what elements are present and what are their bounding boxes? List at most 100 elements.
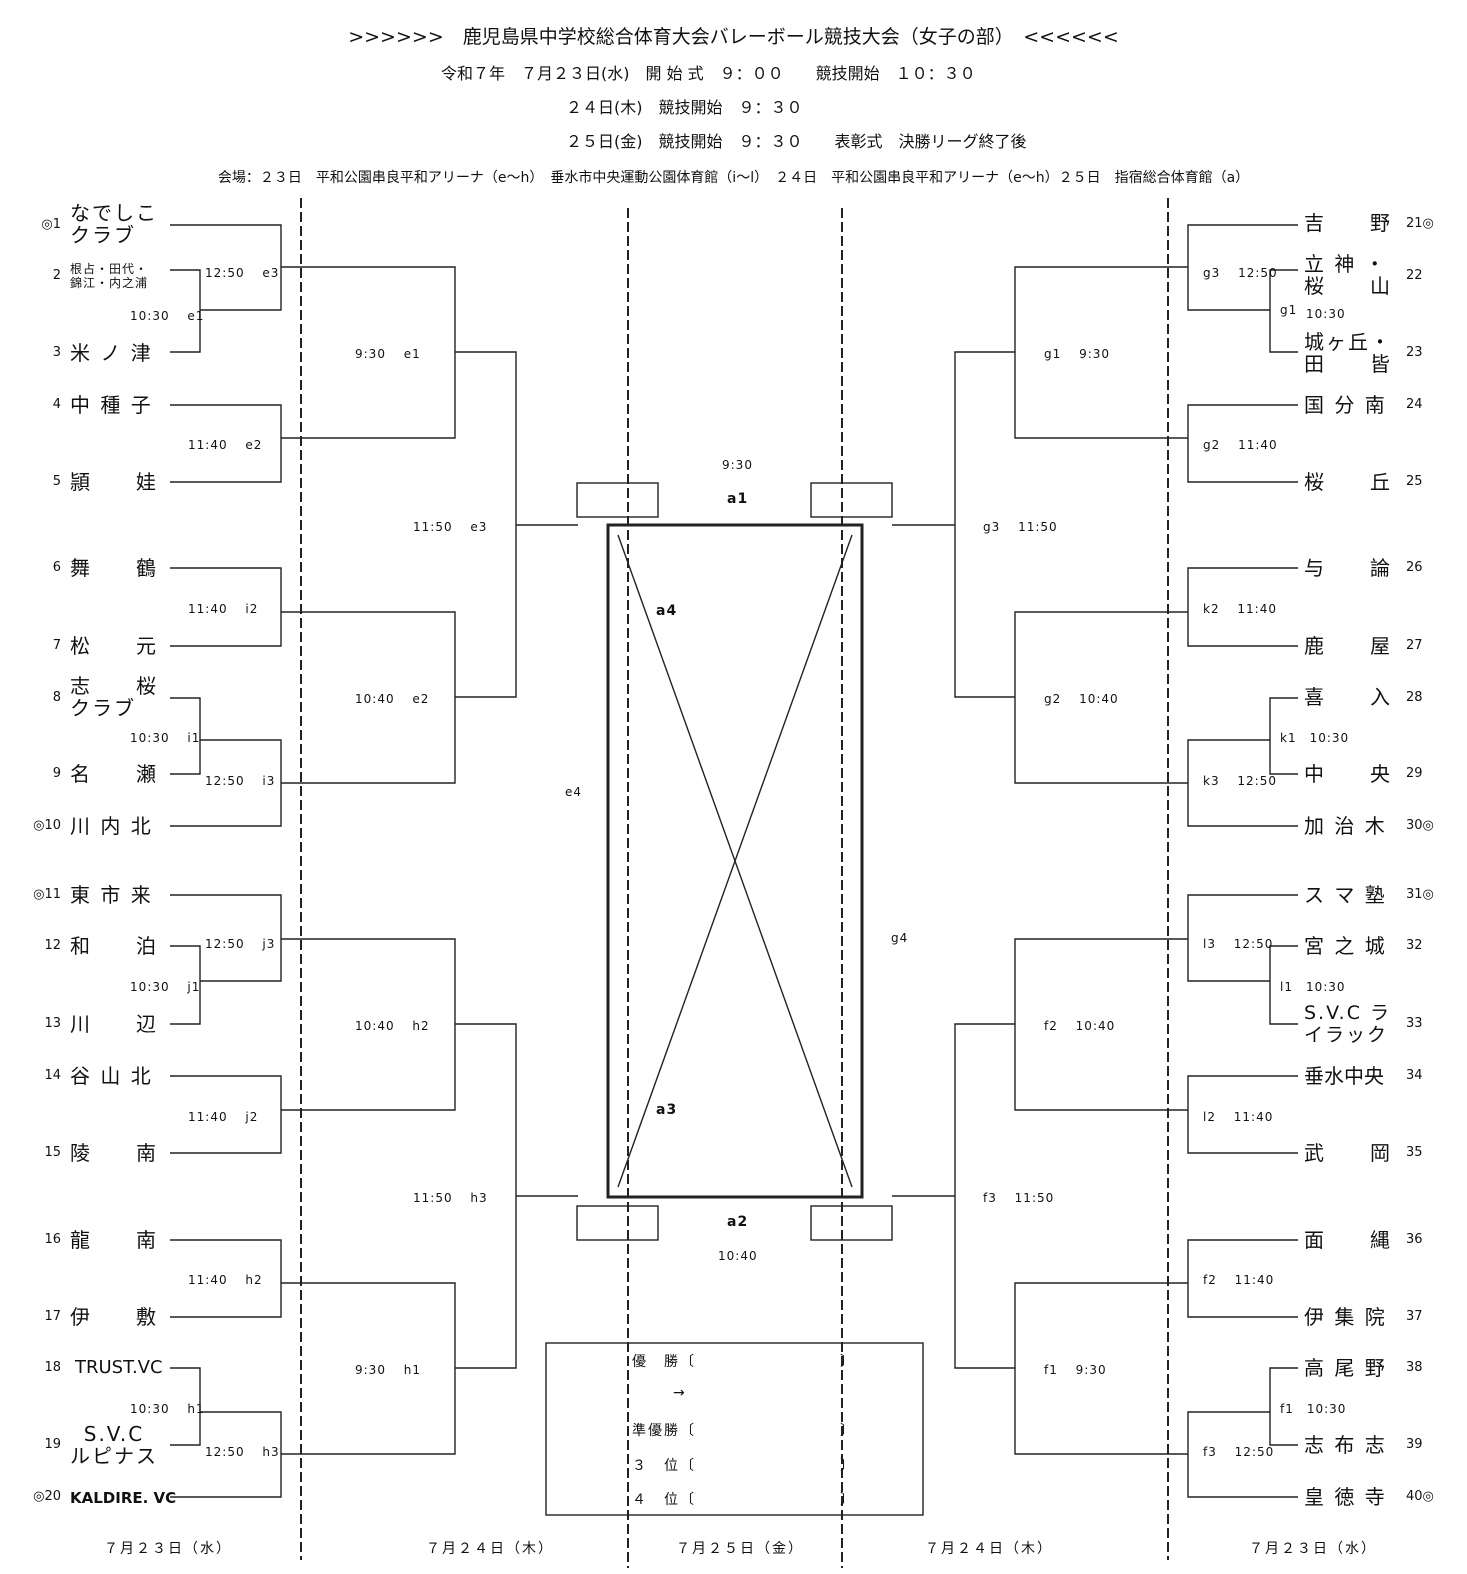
team-name: 宮 之 城 — [1304, 934, 1387, 958]
match-label: 10:30 h1 — [130, 1402, 205, 1416]
team-name: 面 縄 — [1304, 1228, 1392, 1252]
team-name: 立 神 ・ 桜 山 — [1304, 252, 1392, 298]
day-label: ７月２３日（水） — [104, 1541, 232, 1557]
match-label: 12:50 j3 — [205, 937, 276, 951]
team-name: 龍 南 — [70, 1228, 158, 1252]
day-label: ７月２４日（木） — [925, 1541, 1053, 1557]
team-name: ス マ 塾 — [1304, 883, 1387, 907]
team-seed: 31◎ — [1406, 887, 1434, 902]
match-label: 10:30 — [1306, 307, 1346, 321]
team-name: なでしこ クラブ — [70, 201, 158, 247]
team-name: 吉 野 — [1304, 211, 1392, 235]
team-name: TRUST.VC — [75, 1357, 163, 1378]
team-name: 川 内 北 — [70, 814, 153, 838]
team-name: 国 分 南 — [1304, 393, 1387, 417]
team-seed: 15 — [44, 1145, 61, 1160]
match-label: l1 10:30 — [1280, 980, 1346, 994]
match-label: 11:40 e2 — [188, 438, 263, 452]
match-label: 11:50 h3 — [413, 1191, 488, 1205]
team-seed: 30◎ — [1406, 818, 1434, 833]
match-label: 10:30 e1 — [130, 309, 205, 323]
team-seed: 26 — [1406, 560, 1423, 575]
match-label: f1 10:30 — [1280, 1402, 1347, 1416]
team-seed: 34 — [1406, 1068, 1423, 1083]
fourth-place-line: ４ 位〔 〕 — [632, 1492, 856, 1508]
match-label: f2 11:40 — [1203, 1273, 1275, 1287]
match-label: l3 12:50 — [1203, 937, 1274, 951]
team-name: 垂水中央 — [1304, 1064, 1384, 1088]
team-name: 東 市 来 — [70, 883, 153, 907]
team-name: 名 瀬 — [70, 762, 158, 786]
team-seed: 27 — [1406, 638, 1423, 653]
team-seed: 38 — [1406, 1360, 1423, 1375]
match-label: g4 — [891, 931, 909, 945]
match-label: k2 11:40 — [1203, 602, 1277, 616]
team-seed: 5 — [52, 474, 61, 489]
team-name: 舞 鶴 — [70, 556, 158, 580]
team-name: 武 岡 — [1304, 1141, 1392, 1165]
match-label: 11:40 h2 — [188, 1273, 263, 1287]
team-seed: 32 — [1406, 938, 1423, 953]
team-seed: 40◎ — [1406, 1489, 1434, 1504]
team-seed: 13 — [44, 1016, 61, 1031]
match-label: 12:50 e3 — [205, 266, 280, 280]
team-name: S.V.C ラ イラック — [1304, 1002, 1391, 1046]
team-name: 城ヶ丘・ 田 皆 — [1304, 330, 1392, 376]
match-label: 9:30 h1 — [355, 1363, 422, 1377]
match-label: 10:40 e2 — [355, 692, 430, 706]
team-seed: 36 — [1406, 1232, 1423, 1247]
team-name: 志 布 志 — [1304, 1433, 1387, 1457]
team-name: 根占・田代・ 錦江・内之浦 — [70, 262, 149, 290]
team-seed: 4 — [52, 397, 61, 412]
team-name: 加 治 木 — [1304, 814, 1387, 838]
team-seed: 39 — [1406, 1437, 1423, 1452]
team-seed: 12 — [44, 938, 61, 953]
match-label: f3 12:50 — [1203, 1445, 1275, 1459]
team-name: 中 央 — [1304, 762, 1392, 786]
team-seed: 14 — [44, 1068, 61, 1083]
runner-up-line: 準優勝〔 〕 — [632, 1423, 856, 1439]
team-seed: 9 — [52, 766, 61, 781]
team-seed: 33 — [1406, 1016, 1423, 1031]
match-label: k3 12:50 — [1203, 774, 1277, 788]
winner-line: 優 勝〔 〕 — [632, 1354, 856, 1370]
team-name: 伊 敷 — [70, 1305, 158, 1329]
match-label: 11:50 e3 — [413, 520, 488, 534]
team-name: 和 泊 — [70, 934, 158, 958]
day-label: ７月２３日（水） — [1249, 1541, 1377, 1557]
team-name: 米 ノ 津 — [70, 341, 153, 365]
team-seed: ◎10 — [33, 818, 61, 833]
team-seed: 25 — [1406, 474, 1423, 489]
team-seed: 3 — [52, 345, 61, 360]
team-seed: 21◎ — [1406, 216, 1434, 231]
team-name: 志 桜 クラブ — [70, 674, 158, 720]
match-label: l2 11:40 — [1203, 1110, 1274, 1124]
team-seed: 18 — [44, 1360, 61, 1375]
match-label: g3 12:50 — [1203, 266, 1278, 280]
day-label: ７月２４日（木） — [426, 1541, 554, 1557]
final-match-label: a2 — [727, 1214, 749, 1230]
team-seed: 16 — [44, 1232, 61, 1247]
final-match-label: a1 — [727, 491, 749, 507]
team-name: KALDIRE. VC — [70, 1489, 177, 1507]
match-label: 10:30 i1 — [130, 731, 201, 745]
team-name: 陵 南 — [70, 1141, 158, 1165]
match-label: g3 11:50 — [983, 520, 1058, 534]
team-seed: 7 — [52, 638, 61, 653]
team-seed: ◎1 — [41, 217, 61, 232]
team-seed: 2 — [52, 268, 61, 283]
match-label: g1 9:30 — [1044, 347, 1111, 361]
match-label: 12:50 i3 — [205, 774, 276, 788]
team-name: 桜 丘 — [1304, 470, 1392, 494]
match-label: 11:40 j2 — [188, 1110, 259, 1124]
team-seed: 37 — [1406, 1309, 1423, 1324]
team-name: 皇 徳 寺 — [1304, 1485, 1387, 1509]
match-label: 10:40 h2 — [355, 1019, 430, 1033]
arrow: → — [673, 1385, 687, 1401]
team-seed: 28 — [1406, 690, 1423, 705]
team-name: 川 辺 — [70, 1012, 158, 1036]
match-label: 12:50 h3 — [205, 1445, 280, 1459]
match-label: k1 10:30 — [1280, 731, 1350, 745]
schedule-line-2: ２４日(木) 競技開始 ９：３０ — [566, 98, 803, 117]
